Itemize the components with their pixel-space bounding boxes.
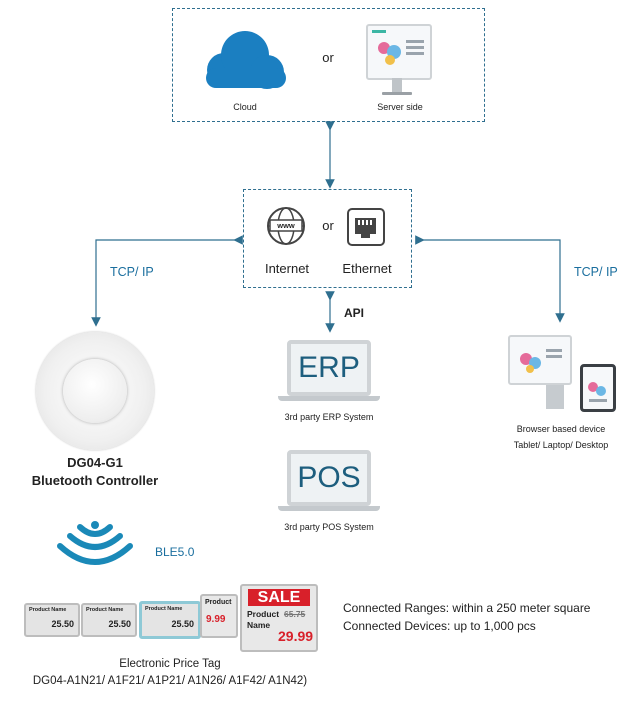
tag-price: 25.50 xyxy=(171,619,194,629)
sale-old-price: 65.75 xyxy=(284,609,306,619)
pos-caption: 3rd party POS System xyxy=(284,522,374,532)
price-tag-2: Product Name 25.50 xyxy=(81,603,137,637)
tag-title: Product Name xyxy=(86,607,124,613)
tag-title: Product xyxy=(205,599,232,606)
price-tag-3: Product Name 25.50 xyxy=(139,601,201,639)
browser-device-caption-1: Browser based device xyxy=(516,424,606,434)
erp-laptop-screen: ERP xyxy=(287,340,371,396)
server-label: Server side xyxy=(377,102,423,112)
tcp-ip-left-label: TCP/ IP xyxy=(110,265,154,279)
tablet-icon xyxy=(580,364,616,412)
sale-banner: SALE xyxy=(248,589,310,606)
sale-price-tag: SALE Product 65.75 Name 29.99 xyxy=(240,584,318,652)
tag-title: Product Name xyxy=(145,606,183,612)
server-stand xyxy=(392,78,402,92)
sale-price: 29.99 xyxy=(278,628,314,644)
or-label-network: or xyxy=(322,218,334,233)
pos-laptop-screen: POS xyxy=(287,450,371,506)
controller-name-2: Bluetooth Controller xyxy=(31,473,159,488)
api-label: API xyxy=(344,306,365,320)
sale-title-1: Product xyxy=(247,609,280,619)
pos-laptop-base xyxy=(278,506,380,511)
controller-name-1: DG04-G1 xyxy=(67,455,123,470)
server-base xyxy=(382,92,412,95)
desktop-monitor-icon xyxy=(508,335,572,385)
arrow-tcp-left xyxy=(91,235,243,327)
pos-screen-text: POS xyxy=(297,461,361,494)
erp-laptop-base xyxy=(278,396,380,401)
erp-caption: 3rd party ERP System xyxy=(284,412,374,422)
cloud-server-box xyxy=(172,8,485,122)
internet-label: Internet xyxy=(264,261,310,276)
browser-device-caption-2: Tablet/ Laptop/ Desktop xyxy=(513,440,609,450)
tag-price: 9.99 xyxy=(206,614,226,625)
server-monitor-icon xyxy=(366,24,432,80)
cloud-label: Cloud xyxy=(233,102,257,112)
controller-center-button xyxy=(63,359,127,423)
globe-icon: www xyxy=(266,206,306,246)
price-tag-1: Product Name 25.50 xyxy=(24,603,80,637)
ble-label: BLE5.0 xyxy=(155,545,195,559)
ethernet-label: Ethernet xyxy=(342,261,392,276)
tag-price: 25.50 xyxy=(51,619,74,629)
sale-title-2: Name xyxy=(247,620,271,630)
ethernet-icon xyxy=(347,208,385,246)
connected-devices-text: Connected Devices: up to 1,000 pcs xyxy=(343,619,536,633)
bluetooth-controller-icon xyxy=(36,332,154,450)
tcp-ip-right-label: TCP/ IP xyxy=(574,265,618,279)
www-text: www xyxy=(277,221,295,230)
price-tag-caption-1: Electronic Price Tag xyxy=(119,658,221,670)
price-tag-caption-2: DG04-A1N21/ A1F21/ A1P21/ A1N26/ A1F42/ … xyxy=(32,675,308,687)
or-label-top: or xyxy=(322,50,334,65)
tag-price: 25.50 xyxy=(108,619,131,629)
arrow-tcp-right xyxy=(415,235,565,323)
price-tag-4: Product 9.99 xyxy=(200,594,238,638)
tag-title: Product Name xyxy=(29,607,67,613)
connected-range-text: Connected Ranges: within a 250 meter squ… xyxy=(343,601,591,615)
network-box xyxy=(243,189,412,288)
erp-screen-text: ERP xyxy=(298,351,360,384)
desktop-stand xyxy=(546,385,564,409)
